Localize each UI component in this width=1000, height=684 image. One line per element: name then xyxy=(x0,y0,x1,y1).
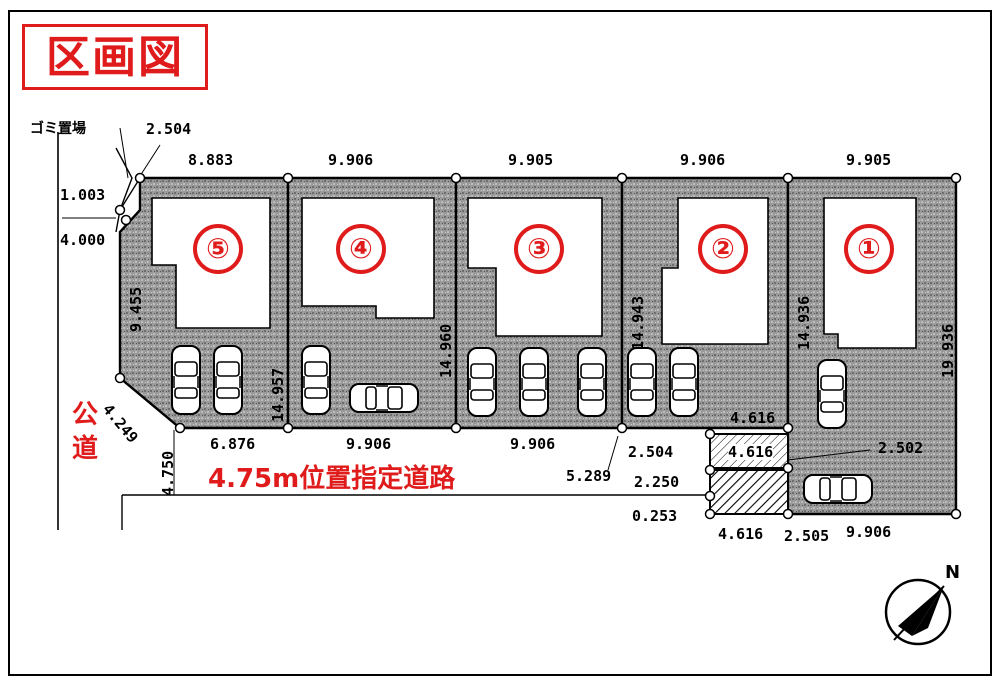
car-icon xyxy=(817,359,847,429)
dim-lot3-depth: 14.960 xyxy=(437,323,455,378)
lot-number-3: ③ xyxy=(514,224,564,274)
car-icon xyxy=(519,347,549,417)
dim-lot2-depth: 14.943 xyxy=(629,295,647,350)
car-icon xyxy=(627,347,657,417)
car-icon xyxy=(467,347,497,417)
dim-top-gomi: 2.504 xyxy=(146,120,192,138)
access-strip-lower xyxy=(709,469,789,515)
dim-top-lot5: 8.883 xyxy=(188,151,234,169)
dim-lot4-depth: 14.957 xyxy=(269,367,287,422)
dim-top-lot2: 9.906 xyxy=(680,151,726,169)
north-arrow-icon xyxy=(884,578,952,646)
lot-number-5: ⑤ xyxy=(193,224,243,274)
dim-5289: 5.289 xyxy=(566,467,612,485)
dim-top-lot4: 9.906 xyxy=(328,151,374,169)
car-icon xyxy=(301,345,331,415)
dim-strip-top: 4.616 xyxy=(730,409,776,427)
dim-lot1-depth: 14.936 xyxy=(795,295,813,350)
dim-bottom-lot5: 6.876 xyxy=(210,435,256,453)
lot-number-4: ④ xyxy=(336,224,386,274)
north-label: N xyxy=(945,562,961,583)
title-box: 区画図 xyxy=(22,24,208,90)
car-icon xyxy=(669,347,699,417)
dim-top-lot3: 9.905 xyxy=(508,151,554,169)
dim-strip-mid: 4.616 xyxy=(728,443,774,461)
access-strip-upper xyxy=(709,433,789,469)
dim-strip-left: 2.504 xyxy=(628,443,674,461)
designated-road-label: 4.75m位置指定道路 xyxy=(208,464,456,494)
dim-road-width: 4.750 xyxy=(159,450,177,496)
drawing-frame xyxy=(8,10,992,676)
dim-bottom-4616: 4.616 xyxy=(718,525,764,543)
car-icon xyxy=(349,383,419,413)
dim-bottom-lot3: 9.906 xyxy=(510,435,556,453)
dim-left-4000: 4.000 xyxy=(60,231,106,249)
dim-left-side: 9.455 xyxy=(127,286,145,332)
public-road-label: 公道 xyxy=(72,400,99,464)
dim-left-1003: 1.003 xyxy=(60,186,106,204)
car-icon xyxy=(803,474,873,504)
garbage-area-label: ゴミ置場 xyxy=(30,121,86,137)
dim-bottom-9906: 9.906 xyxy=(846,523,892,541)
dim-bottom-2505: 2.505 xyxy=(784,527,830,545)
page-title: 区画図 xyxy=(46,32,184,83)
car-icon xyxy=(213,345,243,415)
lot-number-1: ① xyxy=(844,224,894,274)
dim-right-side: 19.936 xyxy=(939,323,957,378)
car-icon xyxy=(171,345,201,415)
car-icon xyxy=(577,347,607,417)
dim-bottom-lot4: 9.906 xyxy=(346,435,392,453)
dim-0253: 0.253 xyxy=(632,507,678,525)
lot-number-2: ② xyxy=(698,224,748,274)
dim-2250: 2.250 xyxy=(634,473,680,491)
dim-top-lot1: 9.905 xyxy=(846,151,892,169)
dim-strip-right: 2.502 xyxy=(878,439,924,457)
